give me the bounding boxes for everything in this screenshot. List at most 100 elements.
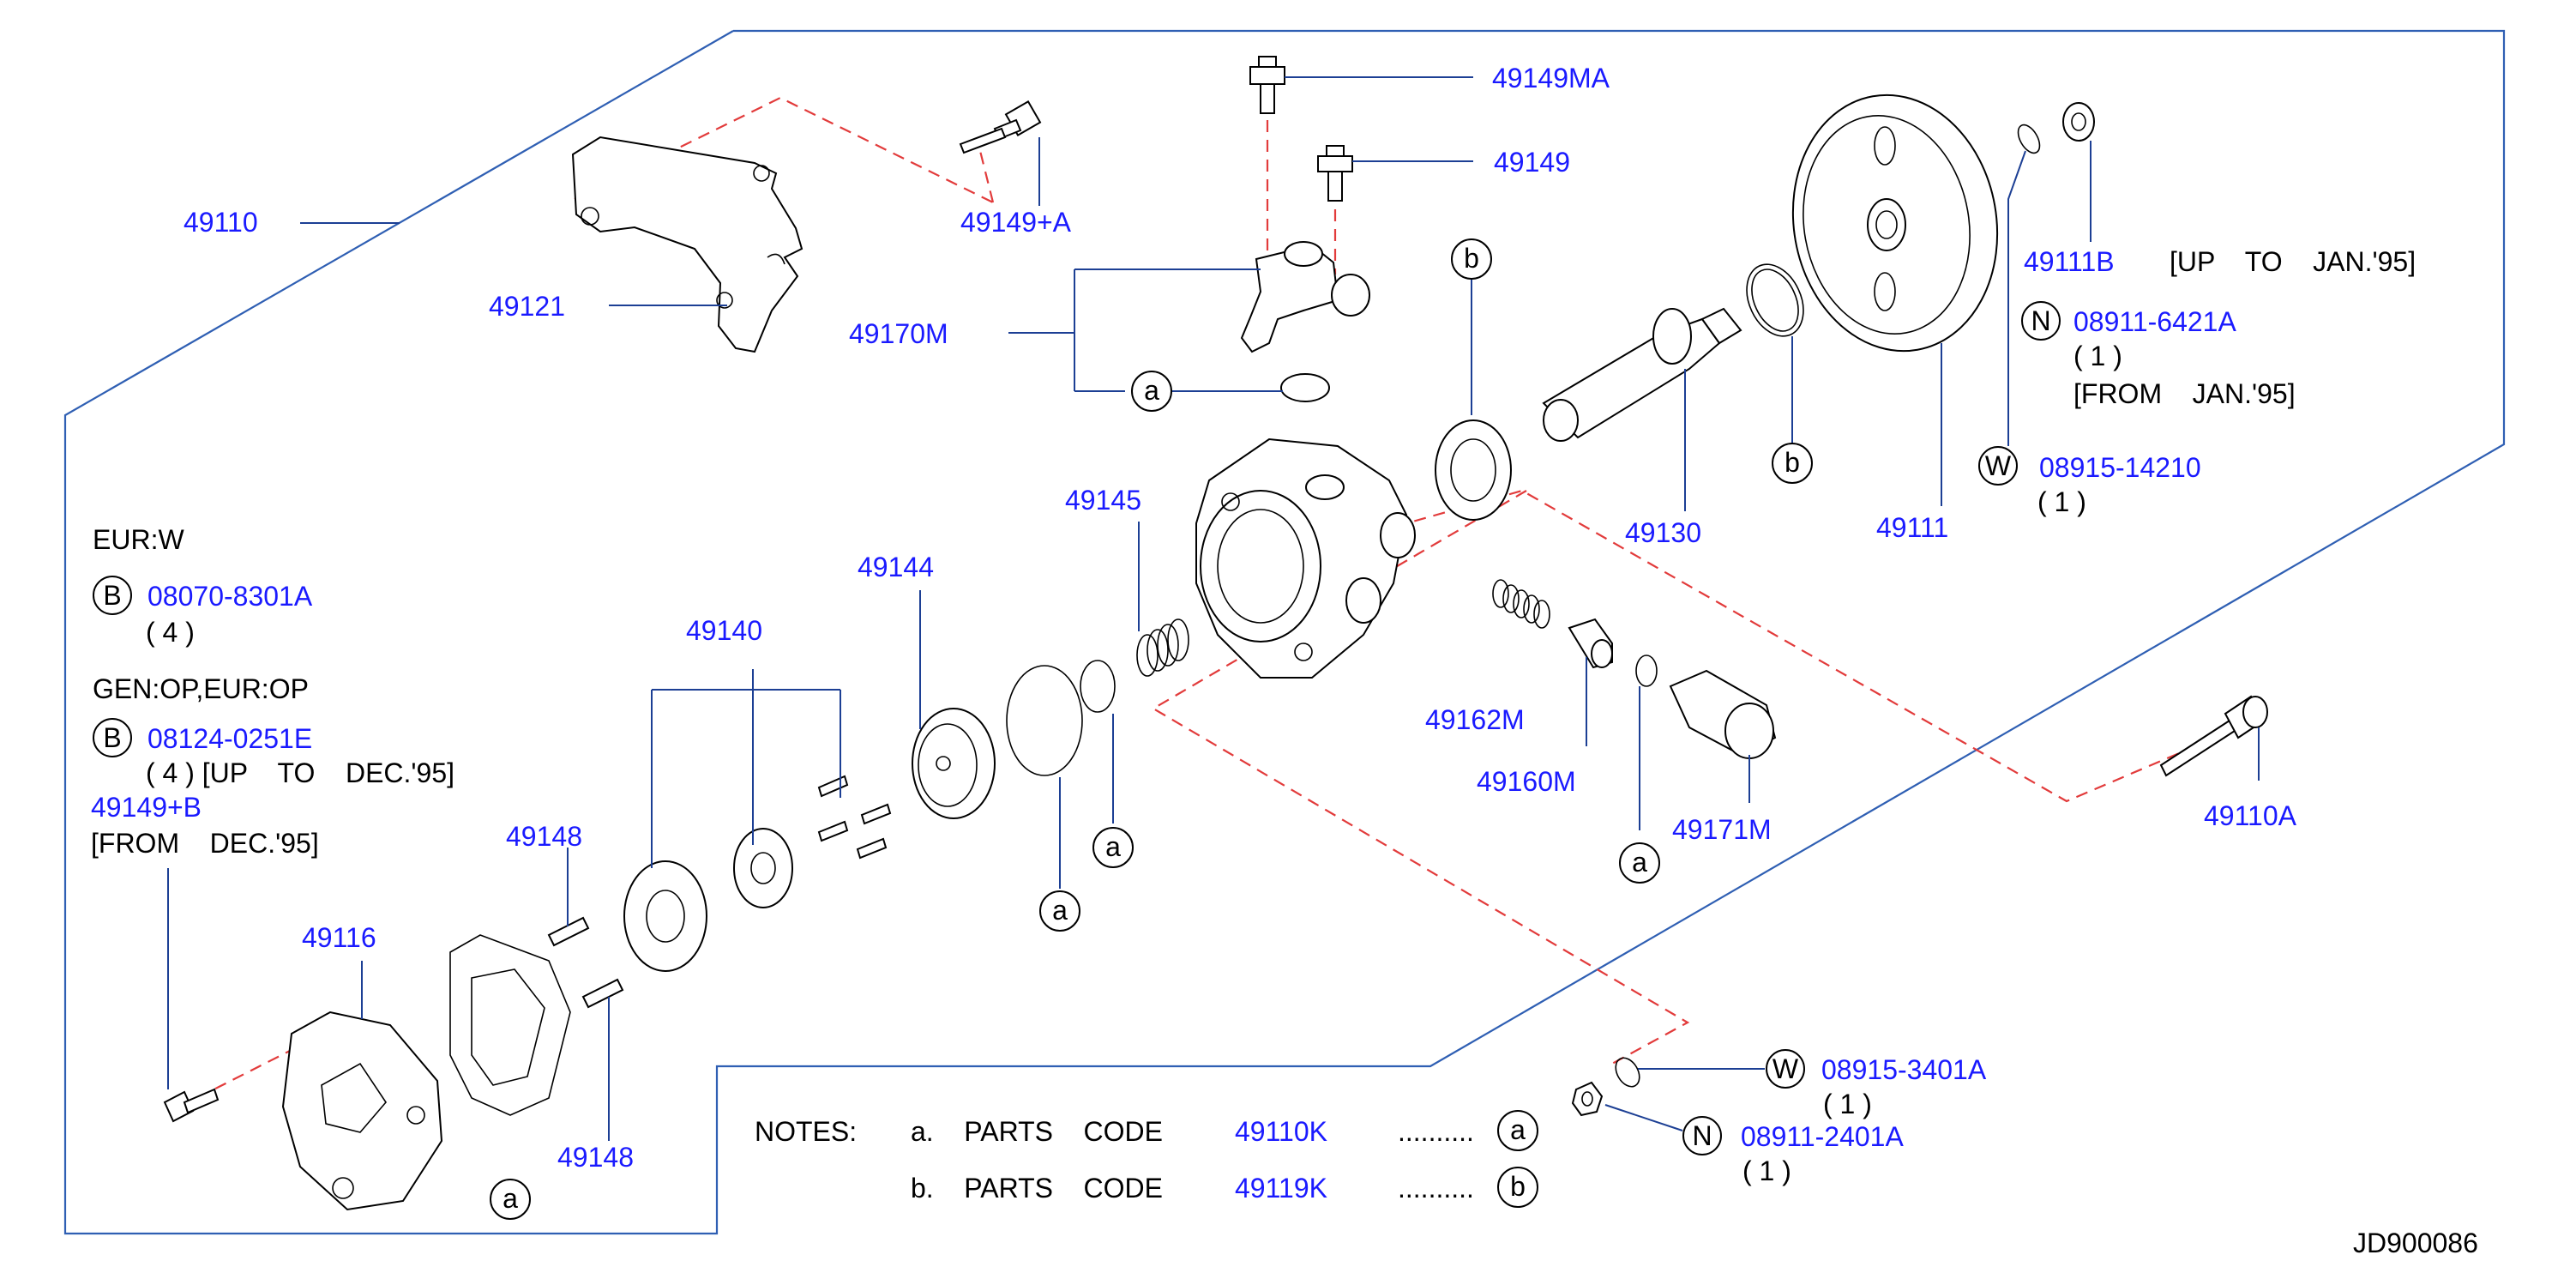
label-49170M: 49170M [849, 318, 948, 349]
label-49160M: 49160M [1477, 766, 1576, 797]
cover-49116-drawing [281, 1011, 443, 1211]
pins-49148-drawing [547, 916, 624, 1009]
callout-a-oring-large-letter: a [1052, 895, 1068, 926]
ref-circle-N-1-letter: N [2031, 305, 2050, 336]
note-b-dots: .......... [1398, 1173, 1474, 1204]
callout-a-fitting [1131, 371, 1172, 412]
leader-lines [167, 76, 2260, 1141]
note-b2-qty: ( 4 ) [UP TO DEC.'95] [146, 757, 454, 788]
note-b-prefix: b. PARTS CODE [911, 1173, 1163, 1204]
ref-circle-B-2 [93, 718, 132, 757]
bracket-49121-drawing [571, 136, 803, 353]
note-b1-code: 08070-8301A [147, 581, 313, 612]
oring-large-drawing [1006, 665, 1083, 776]
label-49111B: 49111B [2024, 246, 2115, 277]
ref-circle-B-2-letter: B [103, 722, 121, 753]
callout-b-seal [1451, 238, 1492, 280]
oring-small-drawing [1080, 660, 1116, 713]
part-number-labels: 49110 49121 49149+A 49149MA 49149 49170M… [184, 63, 2297, 1173]
callout-b-seal-letter: b [1464, 243, 1479, 274]
note-n1-code: 08911-6421A [2073, 306, 2236, 337]
left-notes: EUR:W B 08070-8301A ( 4 ) GEN:OP,EUR:OP … [91, 524, 454, 859]
ref-circle-N-1 [2021, 301, 2061, 341]
plug-49171M-drawing [1669, 669, 1777, 759]
ref-circle-B-1 [93, 576, 132, 615]
label-49145: 49145 [1065, 485, 1141, 516]
callout-a-valve-oring [1619, 842, 1660, 884]
label-49130: 49130 [1625, 517, 1701, 548]
note-b2-code: 08124-0251E [147, 723, 312, 754]
ref-circle-W-2-letter: W [1773, 1053, 1799, 1084]
note-eur-w: EUR:W [93, 524, 184, 555]
label-49116: 49116 [302, 922, 376, 953]
bolt-49149A-drawing [959, 100, 1042, 154]
callout-a-gasket-letter: a [503, 1183, 518, 1214]
note-a-prefix: a. PARTS CODE [911, 1116, 1163, 1147]
label-49149A: 49149+A [960, 207, 1072, 238]
callout-a-oring-small [1092, 827, 1134, 868]
note-n1-qty: ( 1 ) [2073, 341, 2122, 371]
oil-seal-b-drawing [1435, 419, 1512, 521]
label-49148-lower: 49148 [557, 1142, 634, 1173]
ref-circle-W-1 [1978, 446, 2018, 486]
right-notes: [UP TO JAN.'95] N 08911-6421A ( 1 ) [FRO… [1978, 246, 2416, 517]
note-w2-qty: ( 1 ) [1823, 1089, 1872, 1119]
gasket-drawing [449, 934, 571, 1116]
note-w2-code: 08915-3401A [1821, 1054, 1987, 1085]
note-a-circle [1497, 1110, 1538, 1151]
note-n2-qty: ( 1 ) [1742, 1155, 1791, 1186]
callout-a-fitting-letter: a [1144, 375, 1159, 406]
note-w1-code: 08915-14210 [2039, 452, 2201, 483]
label-49110A: 49110A [2204, 800, 2297, 831]
pump-body-drawing [1195, 437, 1416, 679]
label-49110: 49110 [184, 207, 258, 238]
ref-circle-W-2 [1766, 1049, 1805, 1089]
note-a-code: 49110K [1235, 1116, 1327, 1147]
label-49162M: 49162M [1425, 704, 1525, 735]
vanes-drawing [817, 775, 892, 860]
callout-a-oring-large [1039, 890, 1080, 932]
shaft-49130-drawing [1542, 307, 1742, 442]
note-b1-qty: ( 4 ) [146, 617, 195, 648]
valve-oring-drawing [1635, 655, 1658, 687]
label-49148-upper: 49148 [506, 821, 582, 852]
note-from-dec: [FROM DEC.'95] [91, 828, 319, 859]
ref-circle-N-2-letter: N [1692, 1120, 1712, 1151]
pulley-49111-drawing [1791, 94, 1999, 353]
label-49149: 49149 [1494, 147, 1570, 178]
callout-a-valve-oring-letter: a [1632, 847, 1647, 878]
rotor-drawing [733, 828, 793, 908]
ref-circle-B-1-letter: B [103, 580, 121, 611]
bolt-49149MA-drawing [1249, 56, 1285, 114]
plate-49144-drawing [912, 708, 996, 819]
note-b-letter: b [1510, 1171, 1526, 1202]
label-49121: 49121 [489, 291, 565, 322]
note-b-code: 49119K [1235, 1173, 1327, 1204]
callout-b-snapring-letter: b [1785, 447, 1800, 478]
note-n2-code: 08911-2401A [1741, 1121, 1904, 1152]
bottom-washer-drawing [1615, 1057, 1640, 1088]
notes-label: NOTES: [755, 1116, 857, 1147]
callout-b-snapring [1772, 443, 1813, 484]
label-49140: 49140 [686, 615, 762, 646]
note-49149B: 49149+B [91, 792, 202, 823]
diagram-id: JD900086 [2353, 1228, 2478, 1258]
upper-right-small-parts [2017, 102, 2095, 154]
valve-spring-49162M-drawing [1492, 579, 1550, 629]
label-49144: 49144 [858, 552, 934, 582]
callout-a-gasket [490, 1179, 531, 1220]
note-w1-qty: ( 1 ) [2037, 486, 2086, 517]
bolt-cover-drawing [163, 1088, 220, 1123]
ref-circle-W-1-letter: W [1985, 450, 2012, 481]
label-49171M: 49171M [1672, 814, 1772, 845]
note-gen: GEN:OP,EUR:OP [93, 673, 309, 704]
notes-block: NOTES: a. PARTS CODE 49110K .......... a… [755, 1110, 1538, 1208]
valve-49160M-drawing [1568, 618, 1613, 669]
bolt-49149-drawing [1317, 145, 1353, 202]
note-a-dots: .......... [1398, 1116, 1474, 1147]
fitting-49170M-drawing [1240, 241, 1370, 402]
snap-ring-drawing [1746, 263, 1804, 337]
label-49111: 49111 [1876, 512, 1948, 543]
bottom-nut-drawing [1571, 1081, 1604, 1117]
